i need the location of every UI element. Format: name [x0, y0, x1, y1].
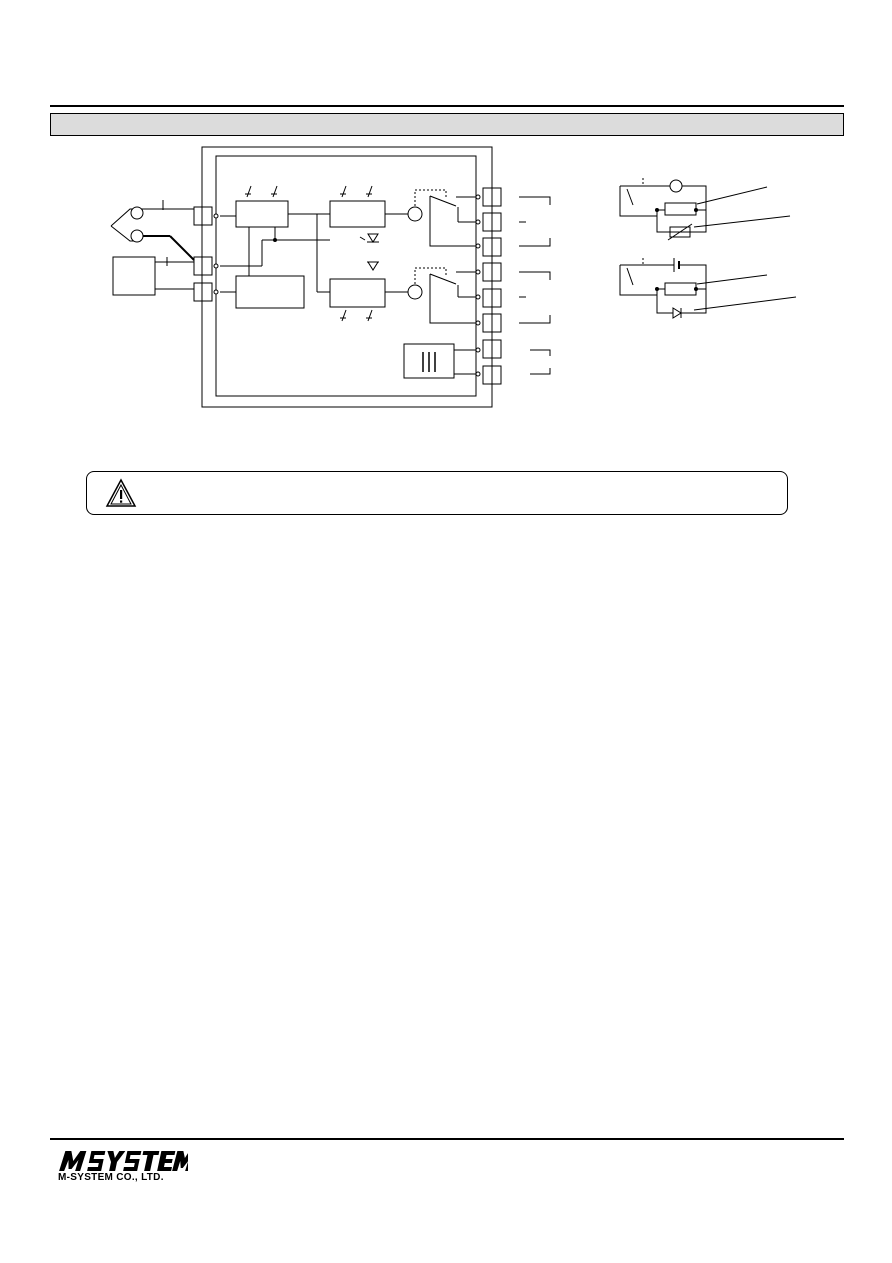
reference-block	[220, 227, 330, 309]
input-amplifier-block	[220, 185, 330, 228]
m-system-logo	[59, 1151, 188, 1171]
sensor-symbol	[110, 200, 195, 261]
relay-contacts-2	[414, 267, 476, 324]
inner-housing	[215, 155, 477, 397]
external-device-box	[112, 256, 194, 296]
company-name: M-SYSTEM CO., LTD.	[58, 1172, 164, 1183]
input-terminals	[193, 206, 219, 302]
dc-load-schematic	[619, 258, 797, 319]
output-terminals	[475, 187, 502, 385]
caution-box	[86, 471, 788, 515]
comparator-2	[316, 214, 423, 322]
outer-housing	[201, 146, 493, 408]
ac-load-schematic	[619, 178, 791, 241]
schematic-block-diagram	[110, 146, 797, 408]
header-rule	[50, 105, 844, 107]
transformer-block	[403, 343, 476, 379]
warning-triangle-icon	[105, 478, 137, 507]
output-brackets	[519, 196, 551, 375]
comparator-1	[329, 185, 423, 243]
section-title-bar	[50, 113, 844, 136]
footer-rule	[50, 1138, 844, 1140]
relay-contacts-1	[414, 189, 476, 247]
